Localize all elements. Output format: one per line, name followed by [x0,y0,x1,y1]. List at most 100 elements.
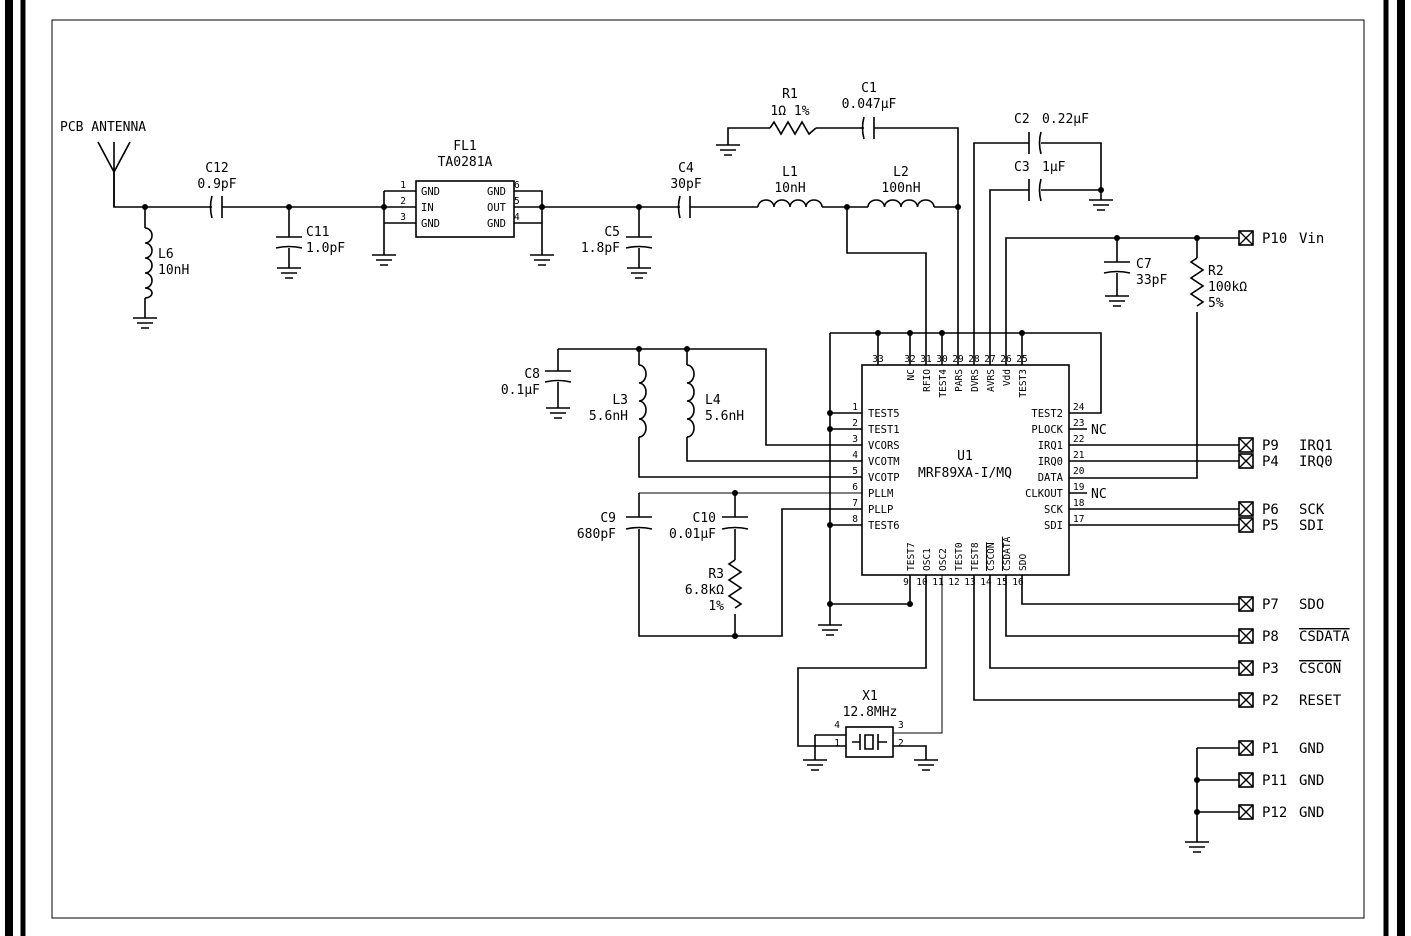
ic-pin-name: PLOCK [1031,424,1063,436]
ic-pin-number: 31 [920,354,932,365]
port-signal: GND [1299,741,1324,757]
ic-pin-name: TEST5 [868,408,900,420]
ic-pin-number: 26 [1000,354,1012,365]
x1-pin: 2 [898,738,904,749]
ic-pin-number: 6 [852,482,858,493]
capacitor-symbols [209,116,1131,530]
antenna-symbol: PCB ANTENNA [60,120,146,207]
x1-pin: 3 [898,720,904,731]
ic-pin-number: 28 [968,354,980,365]
port-signal: GND [1299,805,1324,821]
ref-x1: X1 [862,689,878,704]
ic-pin-name: TEST1 [868,424,900,436]
ic-u1: U1 MRF89XA-I/MQ [861,364,1070,576]
port-pin: P2 [1262,693,1279,709]
tol-r2: 5% [1208,296,1224,311]
port-pin: P7 [1262,597,1279,613]
ref-l1: L1 [782,165,798,180]
ic-pin-number: 3 [852,434,858,445]
ic-pin-number: 2 [852,418,858,429]
val-r1: 1Ω 1% [770,104,809,119]
ic-pin-number: 13 [964,577,975,588]
ref-c4: C4 [678,161,694,176]
val-l6: 10nH [158,263,189,278]
ic-pin-name: TEST7 [906,542,917,571]
port-p4: P4 IRQ0 [1238,453,1333,470]
port-pin: P4 [1262,454,1279,470]
ic-pin-name: TEST3 [1018,369,1029,398]
port-signal: GND [1299,773,1324,789]
val-c8: 0.1µF [501,383,540,398]
ic-pin-name: VCORS [868,440,900,452]
inductor-symbols [144,199,935,438]
fl1-pin: 1 [400,180,406,191]
ic-pin-name: IRQ1 [1038,440,1063,452]
ic-pin-number: 15 [996,577,1007,588]
x1-pin: 1 [834,738,840,749]
val-c12: 0.9pF [197,177,236,192]
ic-pin-name: RFIO [922,369,933,392]
ref-c5: C5 [604,225,620,240]
ic-pin-number: 8 [852,514,858,525]
port-signal: SDI [1299,518,1324,534]
fl1-pin-name: GND [487,186,506,198]
port-signal: CSDATA [1299,629,1350,645]
val-c10: 0.01µF [669,527,716,542]
port-signal: CSCON [1299,661,1341,677]
tol-r3: 1% [708,599,724,614]
val-c5: 1.8pF [581,241,620,256]
ic-pin-name: VCOTM [868,456,900,468]
port-pin: P1 [1262,741,1279,757]
port-pin: P10 [1262,231,1287,247]
fl1-pin: 6 [514,180,520,191]
val-l4: 5.6nH [705,409,744,424]
ref-l3: L3 [612,393,628,408]
fl1-pin-name: GND [421,186,440,198]
ic-pin-name: PLLP [868,504,893,516]
ic-pin-name: SDO [1018,554,1029,571]
ic-pin-number: 4 [852,450,858,461]
port-p10: P10 Vin [1238,230,1324,247]
val-r3: 6.8kΩ [685,583,724,598]
ground-symbols [133,144,1209,853]
ic-pin-name: DATA [1038,472,1064,484]
fl1-pin: 5 [514,196,520,207]
ref-l2: L2 [893,165,909,180]
junctions [142,187,1200,815]
ic-pin-name: TEST2 [1031,408,1063,420]
val-l3: 5.6nH [589,409,628,424]
ic-pin-number: 23 [1073,418,1084,429]
fl1-pin-name: GND [421,218,440,230]
port-signal: Vin [1299,231,1324,247]
ic-pin-name: TEST8 [970,542,981,571]
port-pin: P6 [1262,502,1279,518]
ic-pin-name: Vdd [1002,369,1013,386]
ic-pin-number: 12 [948,577,959,588]
ref-c2: C2 [1014,112,1030,127]
antenna-label: PCB ANTENNA [60,120,146,135]
port-signal: SCK [1299,502,1325,518]
port-pin: P12 [1262,805,1287,821]
ic-pin-name: AVRS [986,369,997,392]
fl1-pin-name: GND [487,218,506,230]
val-l2: 100nH [881,181,920,196]
component-labels: C12 0.9pF C11 1.0pF L6 10nH FL1 TA0281A … [158,81,1247,720]
ic-pin-number: 22 [1073,434,1084,445]
ic-pin-number: 1 [852,402,858,413]
ref-c8: C8 [524,367,540,382]
ref-c10: C10 [693,511,716,526]
ic-pin-number: 30 [936,354,948,365]
ref-c11: C11 [306,225,329,240]
ref-c7: C7 [1136,257,1152,272]
ic-pin-number: 10 [916,577,928,588]
ic-pin-number: 27 [984,354,995,365]
ic-pin-number: 17 [1073,514,1084,525]
ref-r3: R3 [708,567,724,582]
val-c4: 30pF [670,177,701,192]
port-signal: IRQ0 [1299,454,1333,470]
ref-l6: L6 [158,247,174,262]
ic-pin-number: 19 [1073,482,1085,493]
